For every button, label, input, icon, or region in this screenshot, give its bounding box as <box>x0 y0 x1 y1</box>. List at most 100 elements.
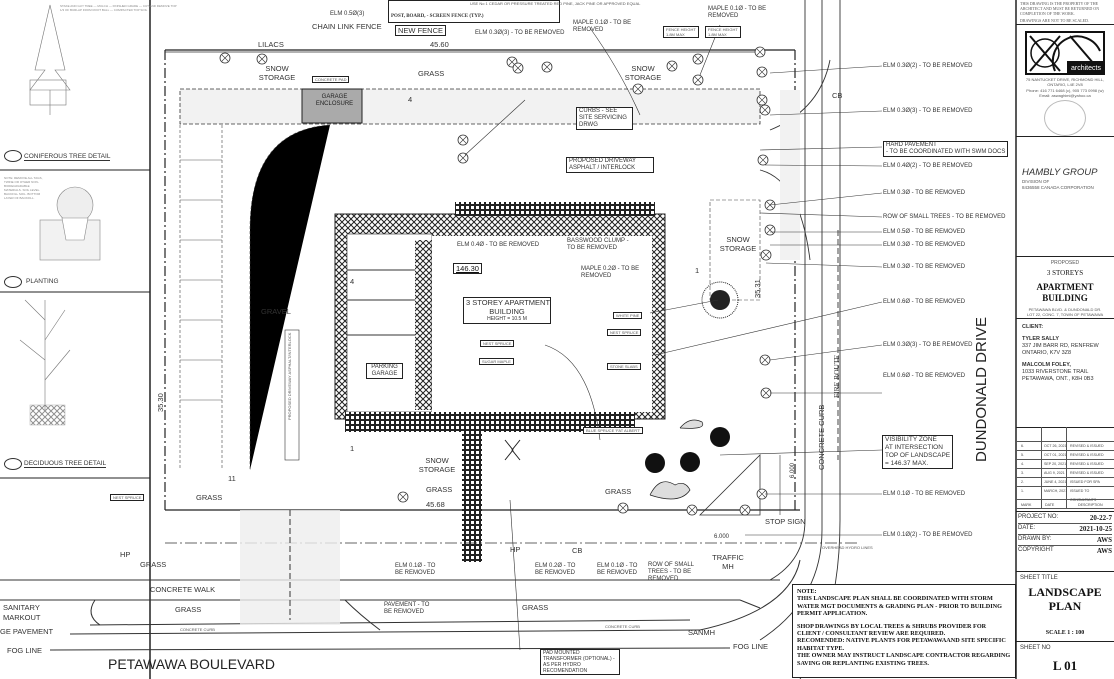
concrete-curb-label: CONCRETE CURB <box>605 624 640 629</box>
new-fence-label: NEW FENCE <box>395 25 446 36</box>
snow-storage-label: SNOW STORAGE <box>258 64 296 82</box>
chain-link-fence-label: CHAIN LINK FENCE <box>312 22 382 31</box>
screen-fence-label: POST, BOARD, - SCREEN FENCE (TYP.) <box>391 14 484 19</box>
tree-callout: ROW OF SMALL TREES - TO BE REMOVED <box>648 562 694 582</box>
project-location: PETAWAWA BLVD. & DUNDONALD DR. <box>1028 307 1102 312</box>
edge-pavement-label: GE PAVEMENT <box>0 627 54 636</box>
traffic-mh-label: TRAFFIC MH <box>712 553 744 571</box>
fire-route-label: FIRE ROUTE <box>832 354 841 398</box>
building-name: BUILDING <box>489 307 525 316</box>
detail-marker <box>4 276 22 288</box>
date-row: DATE:2021-10-25 <box>1018 525 1112 535</box>
coniferous-detail-notes: STAKE AND GUY TREE — MULCH — FINISHED GR… <box>60 4 177 12</box>
parking-garage-label: PARKING GARAGE <box>366 363 403 379</box>
dimension-west: 35.30 <box>156 393 165 412</box>
stop-sign-label: STOP SIGN <box>765 517 806 526</box>
client-address: PETAWAWA, ONT., K8H 0B3 <box>1022 376 1094 382</box>
tree-callout: ELM 0.1Ø - TO BE REMOVED <box>395 563 436 576</box>
revision-date: JUNE 4, 2021 <box>1044 480 1067 484</box>
sheet-no-block: SHEET NO L 01 <box>1016 641 1114 679</box>
concrete-curb-label: CONCRETE CURB <box>180 627 215 632</box>
sheet-title: PLAN <box>1048 599 1082 613</box>
sheet-title-label: SHEET TITLE <box>1020 575 1058 581</box>
owner-block: HAMBLY GROUP DIVISION OF 8436558 CANADA … <box>1016 136 1114 256</box>
landscape-note: NOTE: THIS LANDSCAPE PLAN SHALL BE COORD… <box>792 584 1016 678</box>
fog-line-label: FOG LINE <box>733 642 769 651</box>
street-label-dundonald: DUNDONALD DRIVE <box>973 316 990 462</box>
revision-mark: 3. <box>1021 471 1024 475</box>
client-address: 1033 RIVERSTONE TRAIL <box>1022 369 1089 375</box>
revision-mark: 2. <box>1021 480 1024 484</box>
gravel-label: GRAVEL <box>261 307 291 316</box>
tree-callout-east: ELM 0.1Ø - TO BE REMOVED <box>883 491 966 497</box>
sheet-title: LANDSCAPE <box>1028 585 1102 599</box>
garage-enclosure-label: GARAGE ENCLOSURE <box>315 94 354 107</box>
drawn-by-value: AWS <box>1096 536 1112 544</box>
scale-note: DRAWINGS ARE NOT TO BE SCALED. <box>1020 18 1090 23</box>
deciduous-tree-sketch <box>19 299 71 426</box>
project-name: BUILDING <box>1042 293 1088 303</box>
detail-marker <box>4 150 22 162</box>
tree-callout: ELM 0.1Ø - TO BE REMOVED <box>597 563 638 576</box>
visibility-dimension: 6.000 <box>790 462 796 478</box>
planting-detail-title: PLANTING <box>26 278 59 285</box>
coniferous-detail-title: CONIFEROUS TREE DETAIL <box>24 153 111 161</box>
client-block: CLIENT: TYLER SALLY 337 JIM BARR RD, REN… <box>1016 318 1114 390</box>
grass-label: GRASS <box>605 487 632 496</box>
overhead-hydro-label: OVERHEAD HYDRO LINES <box>822 545 873 550</box>
grass-label: GRASS <box>196 493 223 502</box>
tree-callout-east: ELM 0.3Ø - TO BE REMOVED <box>883 264 966 270</box>
project-name: APARTMENT <box>1036 282 1094 292</box>
building-height: HEIGHT = 10.5 M <box>487 316 527 322</box>
tree-callout-east: ELM 0.3Ø - TO BE REMOVED <box>883 190 966 196</box>
scale-label: SCALE 1 : 100 <box>1045 630 1085 636</box>
elevation-label: 146.30 <box>453 263 482 274</box>
revision-date: OCT 26, 2021 <box>1044 444 1067 448</box>
building-label: 3 STOREY APARTMENT BUILDING HEIGHT = 10.… <box>463 297 551 324</box>
concrete-walk-label: CONCRETE WALK <box>150 585 216 594</box>
dimension-east: 35.31 <box>753 279 762 298</box>
tree-callout: ELM 0.4Ø - TO BE REMOVED <box>457 242 540 248</box>
plant-label: WHITE PINE <box>613 312 643 319</box>
note-heading: NOTE: <box>797 588 817 595</box>
hard-pavement-callout: HARD PAVEMENT- TO BE COORDINATED WITH SW… <box>883 141 1009 157</box>
tree-callout-east: ELM 0.3Ø(3) - TO BE REMOVED <box>883 342 973 348</box>
driveway-callout: PROPOSED DRIVEWAY ASPHALT / INTERLOCK <box>566 157 654 173</box>
concrete-pad-label: CONCRETE PAD <box>312 76 350 83</box>
grass-label: GRASS <box>140 560 167 569</box>
screen-fence-note: USE No 1 CEDAR OR PRESSURE TREATED RED P… <box>470 1 641 6</box>
project-block: PROPOSED 3 STOREYS APARTMENT BUILDING PE… <box>1016 256 1114 318</box>
high-point-label: HP <box>510 545 521 554</box>
tree-callout: ELM 0.5Ø(3) <box>330 11 365 17</box>
tree-callout-east: ROW OF SMALL TREES - TO BE REMOVED <box>883 214 1006 220</box>
tree-callout: ELM 0.2Ø - TO BE REMOVED <box>535 563 576 576</box>
project-no-label: PROJECT NO: <box>1018 514 1059 520</box>
snow-storage-label: SNOW STORAGE <box>418 456 456 474</box>
coniferous-tree-sketch <box>29 4 71 115</box>
driveway-vertical-label: PROPOSED DRIVEWAY ASPHALT/INTERLOCK <box>287 332 292 420</box>
plant-label: NEST SPRUCE <box>480 340 515 347</box>
deciduous-detail-title: DECIDUOUS TREE DETAIL <box>24 460 107 468</box>
copyright-value: AWS <box>1096 547 1112 555</box>
date-value: 2021-10-25 <box>1079 525 1112 533</box>
tree-callout-east: ELM 0.4Ø(2) - TO BE REMOVED <box>883 163 973 169</box>
owner-name: HAMBLY GROUP <box>1022 167 1098 178</box>
architect-email: Email: aswaghimi@yahoo.ca <box>1039 93 1091 98</box>
revision-description: ISSUED TO CONSULTANTS <box>1070 489 1097 502</box>
plant-label: BLUE SPRUCE 'FAT ALBERT' <box>583 427 644 434</box>
plant-label: NEST SPRUCE <box>110 494 145 501</box>
storeys-label: 3 STOREYS <box>1046 269 1084 277</box>
note-line: THE OWNER MAY INSTRUCT LANDSCAPE CONTRAC… <box>797 652 1011 667</box>
owner-division: DIVISION OF <box>1022 179 1050 184</box>
visibility-line: AT INTERSECTION <box>885 444 943 451</box>
revision-date: OCT 01, 2021 <box>1044 453 1067 457</box>
tree-callout-east: ELM 0.6Ø - TO BE REMOVED <box>883 373 966 379</box>
property-note: THIS DRAWING IS THE PROPERTY OF THE ARCH… <box>1020 1 1100 16</box>
revision-mark: 4. <box>1021 462 1024 466</box>
pavement-removed-label: PAVEMENT - TO BE REMOVED <box>384 602 430 615</box>
